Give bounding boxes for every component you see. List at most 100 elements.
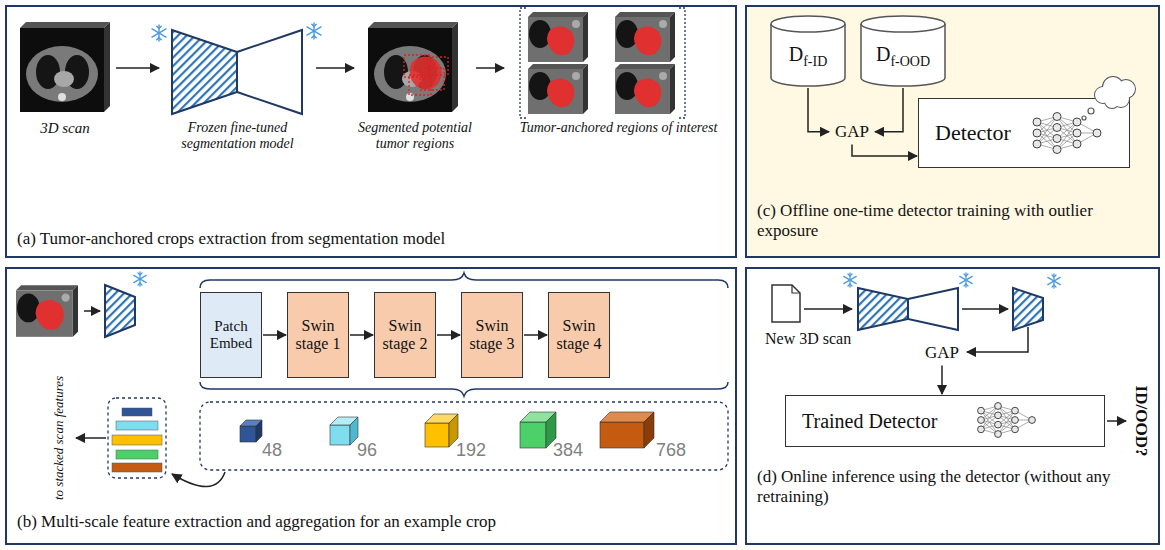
label-anchor: 96: [357, 440, 377, 461]
operation-label: GAP: [920, 341, 964, 365]
stacked-features: [108, 398, 166, 478]
operation-label: GAP: [830, 120, 874, 144]
brace: [200, 273, 728, 288]
arrow-connector: [116, 67, 159, 69]
symbol-letter: D: [789, 43, 803, 65]
arrow-connector: [808, 88, 829, 132]
note-label: to stacked scan features: [52, 376, 67, 500]
frozen-icon: [307, 23, 321, 39]
feature-cube: [520, 412, 556, 448]
node-label: Trained Detector: [802, 410, 937, 433]
cloud-dot: [1082, 116, 1086, 120]
process-box: Swin stage 2: [374, 292, 436, 378]
image-caption: Segmented potential tumor regions: [355, 20, 475, 152]
network-unit: [1033, 118, 1041, 126]
label-anchor: 192: [456, 440, 486, 461]
arrow: [76, 437, 106, 439]
detector-box: Detector: [918, 98, 1130, 168]
crop-image: [615, 12, 675, 62]
node-label: Frozen fine-tuned segmentation model: [160, 120, 315, 152]
model-caption: Frozen fine-tuned segmentation model: [160, 20, 315, 152]
arrow-connector: [524, 334, 547, 336]
network-unit: [995, 403, 1002, 410]
image-caption: Tumor-anchored regions of interest: [505, 20, 732, 136]
cylinder-shape: [860, 15, 946, 87]
network-unit: [995, 412, 1002, 419]
network-unit: [1033, 140, 1041, 148]
crop-image: [16, 285, 78, 337]
dimension-label: 768: [656, 440, 686, 461]
panel-caption: (b) Multi-scale feature extraction and a…: [17, 512, 727, 532]
encoder-shape: [172, 30, 237, 114]
dimension-label: 384: [553, 440, 583, 461]
document-icon: [772, 285, 800, 322]
cloud-fill: [1105, 94, 1119, 108]
node-label: 3D scan: [15, 120, 115, 137]
cloud-dot: [1088, 108, 1094, 114]
panel-background: [746, 6, 1159, 257]
network-unit: [1073, 129, 1081, 137]
label-anchor: ID/OOD?: [1131, 386, 1151, 457]
arrow-connector: [852, 145, 917, 156]
cylinder-rim: [771, 24, 845, 32]
arrow: [84, 310, 100, 312]
image-caption: 3D scan: [15, 20, 115, 137]
network-unit: [1053, 135, 1061, 143]
arrow-connector: [350, 334, 373, 336]
feature-cube: [600, 412, 654, 448]
process-box: Patch Embed: [200, 292, 262, 378]
network-unit: [978, 426, 985, 433]
network-unit: [1073, 118, 1081, 126]
tumor-region: [410, 56, 442, 89]
node-label: Segmented potential tumor regions: [355, 120, 475, 152]
network-unit: [995, 431, 1002, 438]
document-caption: New 3D scan: [765, 283, 880, 348]
cloud-puff: [1105, 94, 1119, 108]
network-unit: [978, 417, 985, 424]
arrow: [172, 472, 225, 487]
decoder-shape: [908, 288, 958, 330]
cylinder-body: [861, 16, 945, 86]
arrow: [962, 308, 1008, 310]
symbol-letter: D: [876, 43, 890, 65]
crop-image: [528, 64, 588, 114]
panel-caption: (d) Online inference using the detector …: [757, 467, 1152, 506]
crop-boxes: [404, 55, 448, 95]
node-label: Swin stage 2: [378, 317, 432, 354]
ct-scan-image: [20, 22, 110, 112]
node-label: GAP: [925, 343, 959, 363]
frozen-icon: [134, 272, 146, 286]
network-unit: [1033, 129, 1041, 137]
network-unit: [1053, 146, 1061, 154]
network-unit: [1012, 407, 1019, 414]
feature-cube: [425, 414, 458, 447]
arrow-connector: [316, 67, 354, 69]
node-label: Swin stage 3: [465, 317, 519, 354]
crop-image: [528, 12, 588, 62]
symbol-subscript: f-OOD: [890, 54, 930, 69]
cylinder-rim: [861, 24, 945, 32]
node-label: Df-ID: [789, 43, 828, 70]
network-unit: [1073, 140, 1081, 148]
network-unit: [978, 407, 985, 414]
network-unit: [1012, 417, 1019, 424]
node-label: Swin stage 1: [291, 317, 345, 354]
panel: (d) Online inference using the detector …: [745, 267, 1160, 545]
document-fold: [792, 285, 800, 293]
node-label: New 3D scan: [765, 330, 880, 348]
process-box: Swin stage 1: [287, 292, 349, 378]
dimension-label: 192: [456, 440, 486, 461]
arrow: [1107, 420, 1126, 422]
dimension-label: 96: [357, 440, 377, 461]
group-bracket: [520, 8, 685, 118]
panel: (a) Tumor-anchored crops extraction from…: [5, 5, 737, 258]
output-label: ID/OOD?: [1131, 386, 1151, 457]
cylinder-body: [771, 16, 845, 86]
database-cylinder: Df-ID: [770, 15, 846, 87]
decoder-shape: [237, 30, 302, 114]
panel-caption: (c) Offline one-time detector training w…: [757, 201, 1149, 240]
node-label: Swin stage 4: [552, 317, 606, 354]
arrow-connector: [263, 334, 286, 336]
detector-box: Trained Detector: [785, 395, 1105, 447]
